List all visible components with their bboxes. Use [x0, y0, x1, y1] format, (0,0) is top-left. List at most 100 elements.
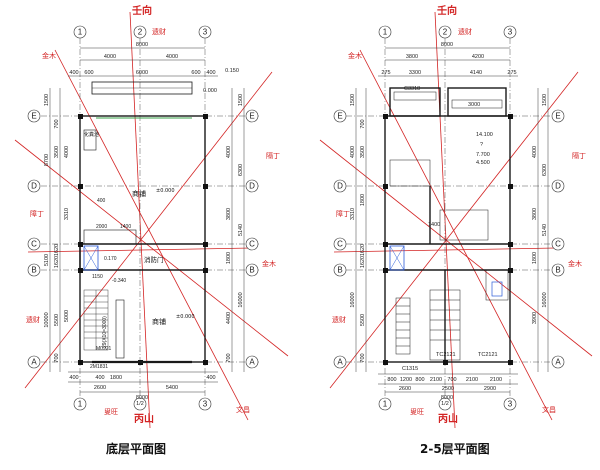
direction-label: 障丁	[30, 209, 44, 218]
compass-line	[319, 139, 593, 357]
axis-label: D	[249, 182, 255, 191]
dim-text: 1400	[428, 222, 440, 228]
axis-label: E	[337, 112, 342, 121]
direction-label: 金木	[262, 259, 276, 268]
level-text: 7.700	[476, 152, 490, 158]
dim-text: 400	[95, 375, 104, 381]
dim-text: 1200	[400, 377, 412, 383]
direction-label: 金木	[568, 259, 582, 268]
building-outline	[384, 115, 511, 363]
dim-text: 400	[97, 198, 106, 204]
dim-text: 1620	[360, 244, 366, 256]
dim-text: 2600	[399, 386, 411, 392]
dim-text: 800	[415, 377, 424, 383]
dim-text: 6300	[542, 164, 548, 176]
axis-label: 2	[138, 28, 143, 37]
direction-label: 叟旺	[410, 407, 424, 416]
dim-text: 8000	[136, 395, 148, 401]
axis-label: 3	[508, 400, 513, 409]
caption-ground-floor: 底层平面图	[106, 442, 167, 456]
level-text: 14.100	[476, 132, 493, 138]
dim-text: 3500	[360, 146, 366, 158]
dim-text: 4000	[350, 146, 356, 158]
dim-text: 1620	[54, 244, 60, 256]
direction-label: 金木	[348, 51, 362, 60]
direction-north: 壬向	[132, 4, 152, 17]
dim-text: 600	[84, 70, 93, 76]
dim-text: 2100	[430, 377, 442, 383]
dim-text: 8000	[441, 42, 453, 48]
dim-text: 4000	[64, 146, 70, 158]
dim-text: 5000	[64, 310, 70, 322]
dim-text: 1400	[120, 224, 131, 230]
level-text: 0.150	[225, 68, 239, 74]
axis-label: 1	[383, 28, 388, 37]
dim-text: 700	[447, 377, 456, 383]
dim-text: 16000	[350, 292, 356, 307]
level-text: ±0.000	[156, 188, 175, 194]
stair-label: 29(X10=3000)	[102, 316, 108, 348]
dim-text: 275	[507, 70, 516, 76]
dim-text: 16000	[238, 292, 244, 307]
dim-text: 1500	[350, 94, 356, 106]
direction-label: 遗财	[332, 315, 346, 324]
dim-text: 2600	[94, 385, 106, 391]
axis-label: A	[555, 358, 561, 367]
dim-text: 4000	[166, 54, 178, 60]
dim-text: 2500	[442, 386, 454, 392]
dim-text: 4000	[104, 54, 116, 60]
axis-label: C	[31, 240, 37, 249]
dim-text: 1500	[44, 94, 50, 106]
dim-text: 6000	[136, 70, 148, 76]
axis-label: B	[337, 266, 342, 275]
compass-line	[54, 49, 249, 421]
level-text: -0.340	[112, 278, 126, 284]
window-label: TC2121	[478, 352, 498, 358]
compass-line	[329, 71, 579, 389]
level-text: 0.170	[104, 256, 117, 262]
dim-text: 3310	[64, 208, 70, 220]
axis-label: B	[249, 266, 254, 275]
dim-text: 3300	[409, 70, 421, 76]
axis-label: A	[249, 358, 255, 367]
axis-label: 3	[203, 28, 208, 37]
window-label: C1315	[402, 366, 418, 372]
axis-label: 1/2	[441, 401, 449, 407]
plan-upper-floors: 1 2 3 1 1/2 3 E D C B A E D C B A 8000 3…	[319, 4, 593, 429]
axis-label: E	[249, 112, 254, 121]
dim-text: 10000	[44, 312, 50, 327]
dim-text: 600	[191, 70, 200, 76]
dim-text: 4140	[470, 70, 482, 76]
level-text: ±0.000	[176, 314, 195, 320]
direction-label: 隔丁	[266, 151, 280, 160]
dim-text: 700	[360, 119, 366, 128]
direction-label: 文昌	[236, 405, 250, 414]
dim-text: 1150	[92, 274, 103, 280]
dim-text: 1620	[54, 256, 60, 268]
dim-text: 2000	[96, 224, 107, 230]
axis-label: A	[31, 358, 37, 367]
level-text: 0.000	[203, 88, 217, 94]
dim-text: 5500	[54, 314, 60, 326]
direction-label: 隔丁	[572, 151, 586, 160]
window-label: C3318	[404, 86, 420, 92]
building-outline	[79, 115, 206, 363]
axis-label: E	[31, 112, 36, 121]
caption-upper-floors: 2-5层平面图	[420, 442, 490, 456]
axis-label: 1	[78, 400, 83, 409]
dim-text: 5140	[238, 224, 244, 236]
dim-text: 2900	[484, 386, 496, 392]
direction-label: 叟旺	[104, 407, 118, 416]
dim-text: 1620	[360, 256, 366, 268]
door-label: 消防门	[144, 255, 164, 264]
direction-label: 金木	[42, 51, 56, 60]
dim-text: 700	[360, 353, 366, 362]
pool-label: 化粪池	[84, 131, 99, 138]
dim-text: 400	[206, 375, 215, 381]
compass-line	[359, 49, 553, 421]
axis-label: D	[555, 182, 561, 191]
direction-south: 丙山	[134, 412, 154, 425]
direction-label: 遗财	[26, 315, 40, 324]
dim-text: 5500	[360, 314, 366, 326]
dim-text: 700	[54, 353, 60, 362]
